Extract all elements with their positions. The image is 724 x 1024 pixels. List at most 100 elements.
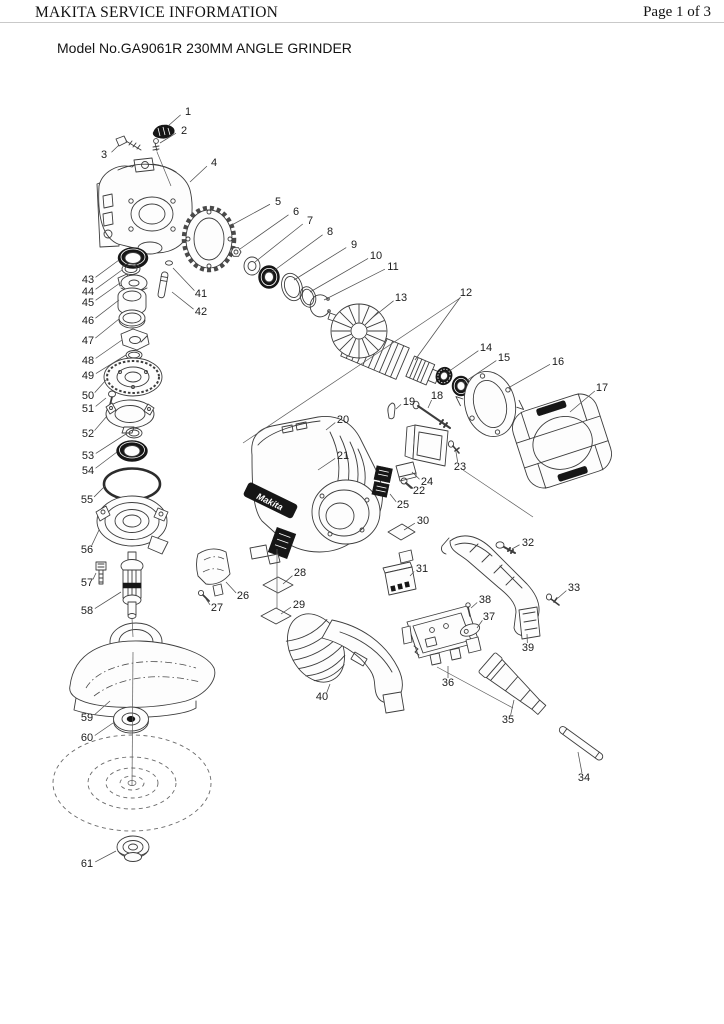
leader-line-16 bbox=[507, 363, 551, 389]
part-label-8: 8 bbox=[327, 226, 333, 238]
leader-line-7 bbox=[254, 223, 304, 263]
part-label-49: 49 bbox=[82, 370, 94, 382]
part-label-19: 19 bbox=[403, 396, 415, 408]
part-label-45: 45 bbox=[82, 297, 94, 309]
leader-line-44 bbox=[95, 269, 123, 290]
part-label-26: 26 bbox=[237, 590, 249, 602]
leader-line-53 bbox=[95, 433, 127, 454]
leader-line-25 bbox=[389, 493, 397, 503]
part-32-bolt-drawing bbox=[495, 541, 516, 554]
leader-line-40 bbox=[326, 683, 331, 693]
part-54-bearing-drawing bbox=[116, 440, 148, 462]
leader-line-18 bbox=[427, 399, 432, 409]
grinding-wheel-drawing bbox=[52, 734, 212, 832]
part-label-30: 30 bbox=[417, 515, 429, 527]
part-label-27: 27 bbox=[211, 602, 223, 614]
leader-line-6 bbox=[239, 214, 289, 250]
part-39-top-handle-drawing bbox=[441, 535, 541, 640]
part-8-bearing-drawing bbox=[258, 265, 280, 289]
leader-line-56 bbox=[91, 529, 100, 546]
leader-line-15 bbox=[462, 360, 497, 384]
part-38-screw-drawing bbox=[465, 602, 471, 617]
part-label-28: 28 bbox=[294, 567, 306, 579]
part-28-label-plate-drawing bbox=[262, 576, 294, 594]
part-label-9: 9 bbox=[351, 239, 357, 251]
leader-line-52 bbox=[94, 415, 108, 431]
part-label-29: 29 bbox=[293, 599, 305, 611]
part-56-bearing-box-drawing bbox=[95, 495, 169, 555]
part-label-14: 14 bbox=[480, 342, 492, 354]
part-label-54: 54 bbox=[82, 465, 94, 477]
construction-line-7 bbox=[131, 651, 134, 787]
part-59-wheel-guard-drawing bbox=[69, 622, 216, 718]
part-41-pin-drawing bbox=[157, 260, 173, 299]
leader-line-37 bbox=[476, 620, 483, 629]
part-label-6: 6 bbox=[293, 206, 299, 218]
part-27-screw-drawing bbox=[197, 589, 210, 602]
leader-line-31 bbox=[409, 571, 415, 577]
leader-line-9 bbox=[293, 247, 347, 281]
construction-line-2 bbox=[462, 469, 534, 518]
leader-line-19 bbox=[395, 404, 402, 410]
part-label-2: 2 bbox=[181, 125, 187, 137]
part-label-51: 51 bbox=[82, 403, 94, 415]
part-23-screw-drawing bbox=[447, 440, 460, 454]
header-divider bbox=[0, 22, 724, 23]
leader-line-11 bbox=[323, 268, 386, 301]
leader-line-55 bbox=[93, 485, 106, 498]
part-55-o-ring-drawing bbox=[102, 467, 162, 501]
part-5-ring-gear-drawing bbox=[181, 205, 237, 273]
construction-line-3 bbox=[436, 666, 514, 709]
leader-line-8 bbox=[271, 234, 323, 273]
part-18-field-screw-drawing bbox=[412, 400, 451, 429]
part-47-ring-drawing bbox=[118, 309, 146, 329]
part-label-31: 31 bbox=[416, 563, 428, 575]
part-label-15: 15 bbox=[498, 352, 510, 364]
leader-line-4 bbox=[189, 165, 208, 183]
part-3-bolt-drawing bbox=[115, 135, 142, 151]
leader-line-61 bbox=[95, 850, 117, 863]
part-25-brush-holder-drawing bbox=[371, 465, 393, 498]
part-33-screw-drawing bbox=[545, 593, 560, 606]
part-51-screw-drawing bbox=[108, 390, 116, 406]
part-6-hex-nut-drawing bbox=[230, 247, 242, 257]
part-label-13: 13 bbox=[395, 292, 407, 304]
part-label-59: 59 bbox=[81, 712, 93, 724]
part-label-11: 11 bbox=[387, 261, 398, 273]
part-17-field-stator-drawing bbox=[512, 393, 612, 489]
part-44-washer-drawing bbox=[121, 263, 141, 275]
part-label-32: 32 bbox=[522, 537, 534, 549]
part-24-dust-cover-drawing bbox=[395, 461, 417, 482]
leader-line-23 bbox=[455, 451, 459, 463]
part-19-baffle-strip-drawing bbox=[387, 402, 396, 420]
leader-line-20 bbox=[325, 422, 336, 431]
part-2-screw-drawing bbox=[152, 138, 160, 152]
part-label-38: 38 bbox=[479, 594, 491, 606]
construction-line-1 bbox=[242, 297, 461, 444]
leader-line-47 bbox=[95, 318, 120, 339]
leader-line-26 bbox=[225, 581, 237, 594]
leader-line-34 bbox=[577, 751, 583, 774]
part-label-47: 47 bbox=[82, 335, 94, 347]
leader-line-51 bbox=[95, 397, 107, 407]
leader-line-48 bbox=[95, 339, 123, 359]
leader-line-57 bbox=[92, 572, 97, 580]
part-label-1: 1 bbox=[185, 106, 191, 118]
construction-lines bbox=[131, 151, 534, 787]
part-label-42: 42 bbox=[195, 306, 207, 318]
leader-line-50 bbox=[94, 379, 107, 393]
part-16-bearing-retainer-drawing bbox=[455, 371, 525, 437]
part-35-side-handle-drawing bbox=[478, 652, 547, 715]
construction-line-6 bbox=[131, 617, 134, 638]
part-label-20: 20 bbox=[337, 414, 349, 426]
leader-line-58 bbox=[94, 591, 122, 609]
part-label-56: 56 bbox=[81, 544, 93, 556]
leader-line-49 bbox=[95, 354, 127, 374]
leader-line-43 bbox=[95, 259, 120, 278]
leader-line-1 bbox=[167, 114, 181, 127]
leader-line-28 bbox=[282, 575, 293, 585]
part-label-18: 18 bbox=[431, 390, 443, 402]
